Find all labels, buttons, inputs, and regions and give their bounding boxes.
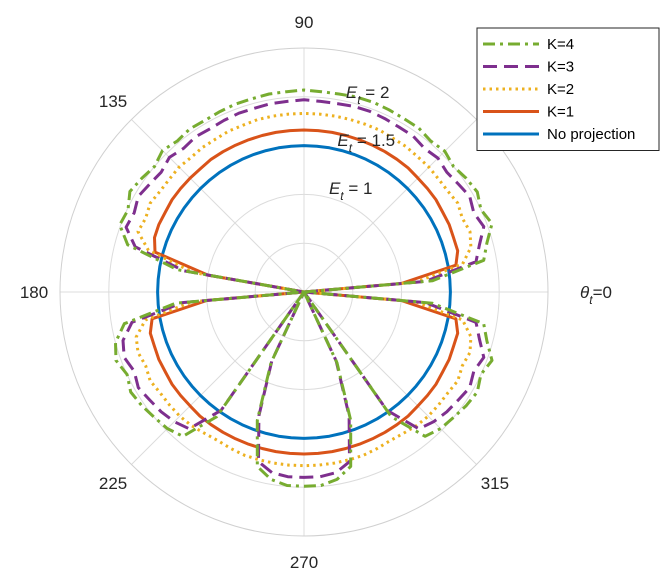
legend-box [476, 27, 660, 151]
series-k-4 [114, 88, 494, 488]
ring-1 [205, 193, 403, 391]
angle-tick-135: 135 [99, 92, 127, 111]
series-no-projection [156, 144, 452, 440]
legend-label-2: K=2 [547, 81, 574, 98]
angle-tick-0: θt=0 [580, 283, 612, 307]
legend-label-3: K=1 [547, 104, 574, 121]
legend-label-1: K=3 [547, 59, 574, 76]
ring-label-1: Et = 1 [329, 179, 373, 203]
spoke-225 [131, 291, 305, 465]
ring-label-2: Et = 2 [346, 83, 390, 107]
axis-labels: θt=0 90 135 180 225 270 315 Et = 1 Et = 1.5 Et = … [20, 13, 612, 572]
ring-label-1_5: Et = 1.5 [337, 131, 395, 155]
spoke-315 [303, 291, 477, 465]
spoke-45 [303, 119, 477, 293]
legend-label-0: K=4 [547, 36, 574, 53]
series-layer [114, 88, 494, 488]
ring-0_5 [254, 242, 354, 342]
angle-tick-225: 225 [99, 474, 127, 493]
angle-tick-315: 315 [481, 474, 509, 493]
angle-tick-180: 180 [20, 283, 48, 302]
legend-label-4: No projection [547, 126, 635, 143]
spoke-135 [131, 119, 305, 293]
angle-tick-270: 270 [290, 553, 318, 572]
legend: K=4K=3K=2K=1 No projection [476, 27, 660, 151]
ring-2_5 [59, 47, 549, 537]
angle-tick-90: 90 [295, 13, 314, 32]
series-k-3 [121, 98, 486, 479]
